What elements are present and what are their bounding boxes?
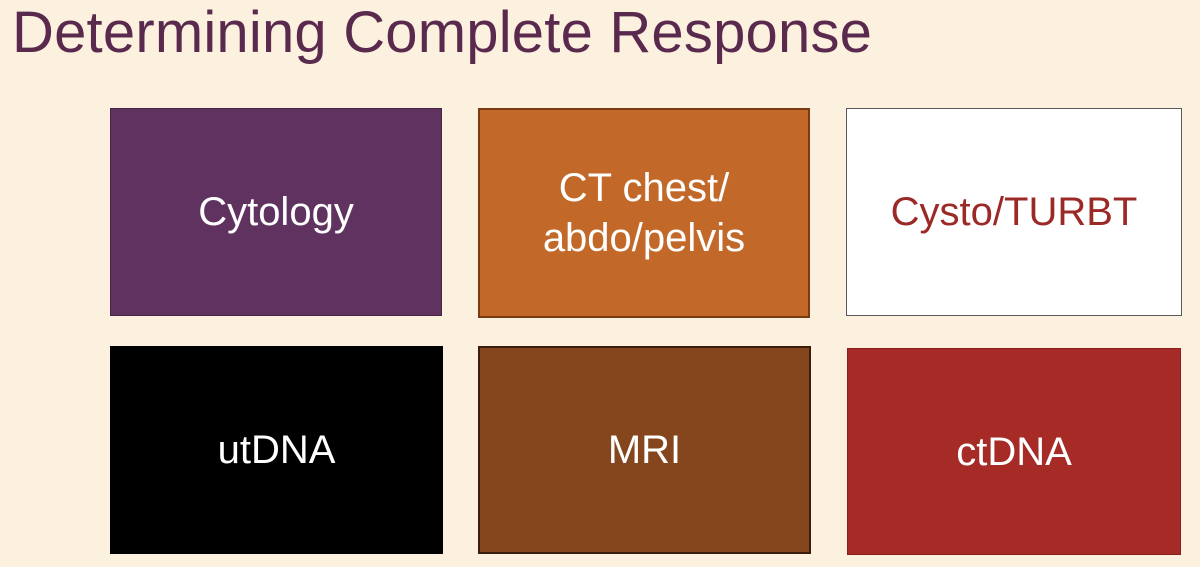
box-cysto-turbt: Cysto/TURBT: [846, 108, 1182, 316]
box-ctdna: ctDNA: [847, 348, 1181, 555]
box-label-line: Cysto/TURBT: [890, 190, 1138, 234]
box-label: Cytology: [198, 187, 354, 237]
box-cytology: Cytology: [110, 108, 442, 316]
box-label: Cysto/TURBT: [891, 187, 1138, 237]
box-label-line: MRI: [607, 428, 682, 472]
box-label-line: Cytology: [198, 190, 354, 234]
box-label: MRI: [608, 425, 681, 475]
box-utdna: utDNA: [110, 346, 443, 554]
box-mri: MRI: [478, 346, 811, 554]
box-ct-chest-abdo-pelvis: CT chest/ abdo/pelvis: [478, 108, 810, 318]
box-label: ctDNA: [956, 427, 1072, 477]
box-label: CT chest/ abdo/pelvis: [543, 163, 745, 263]
box-label-line: utDNA: [217, 428, 336, 472]
box-label-line: abdo/pelvis: [542, 216, 746, 260]
box-label: utDNA: [218, 425, 336, 475]
slide-title: Determining Complete Response: [12, 0, 873, 65]
box-label-line: CT chest/: [558, 166, 730, 210]
box-label-line: ctDNA: [956, 429, 1072, 474]
